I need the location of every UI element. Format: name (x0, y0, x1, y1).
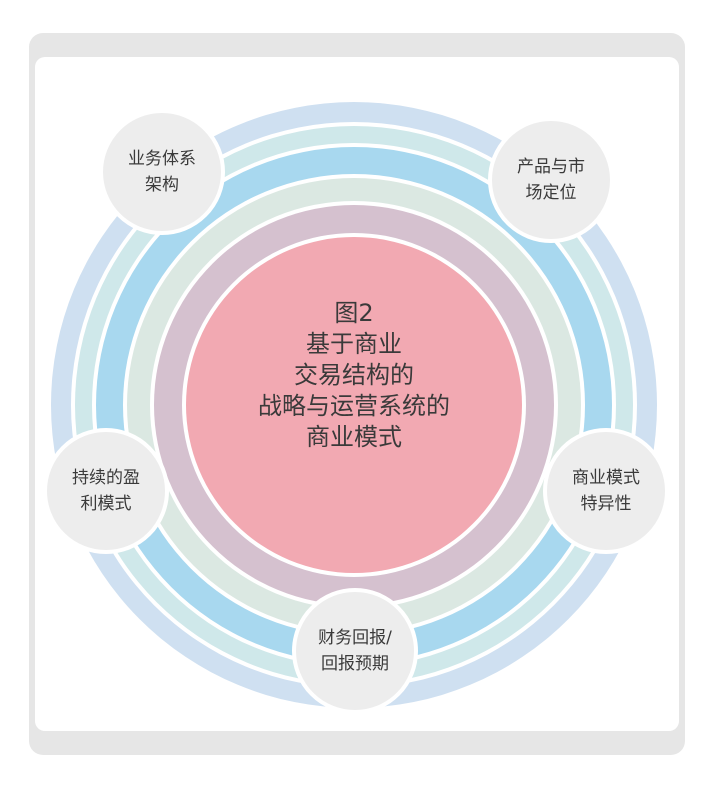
node-product-market: 产品与市 场定位 (496, 154, 606, 206)
node-line: 场定位 (525, 183, 577, 203)
node-line: 回报预期 (321, 654, 389, 674)
node-circle-product-market (488, 117, 614, 243)
center-line: 交易结构的 (294, 361, 414, 389)
node-circle-financial-return (292, 588, 418, 714)
node-circle-business-system (99, 109, 225, 235)
node-line: 产品与市 (517, 157, 585, 177)
center-line: 战略与运营系统的 (258, 392, 450, 420)
node-financial-return: 财务回报/ 回报预期 (300, 625, 410, 677)
node-line: 业务体系 (128, 149, 196, 169)
node-line: 持续的盈 (72, 468, 140, 488)
node-profit-model: 持续的盈 利模式 (51, 465, 161, 517)
node-line: 财务回报/ (318, 628, 392, 648)
node-circle-model-specificity (543, 428, 669, 554)
center-line: 图2 (334, 299, 374, 327)
center-title: 图2 基于商业 交易结构的 战略与运营系统的 商业模式 (218, 298, 490, 453)
core-circle (186, 237, 522, 573)
center-line: 基于商业 (306, 330, 402, 358)
node-circle-profit-model (43, 428, 169, 554)
node-line: 架构 (145, 175, 179, 195)
node-line: 特异性 (580, 494, 632, 514)
node-line: 商业模式 (572, 468, 640, 488)
center-line: 商业模式 (306, 423, 402, 451)
node-line: 利模式 (80, 494, 132, 514)
node-business-system: 业务体系 架构 (107, 146, 217, 198)
node-model-specificity: 商业模式 特异性 (551, 465, 661, 517)
